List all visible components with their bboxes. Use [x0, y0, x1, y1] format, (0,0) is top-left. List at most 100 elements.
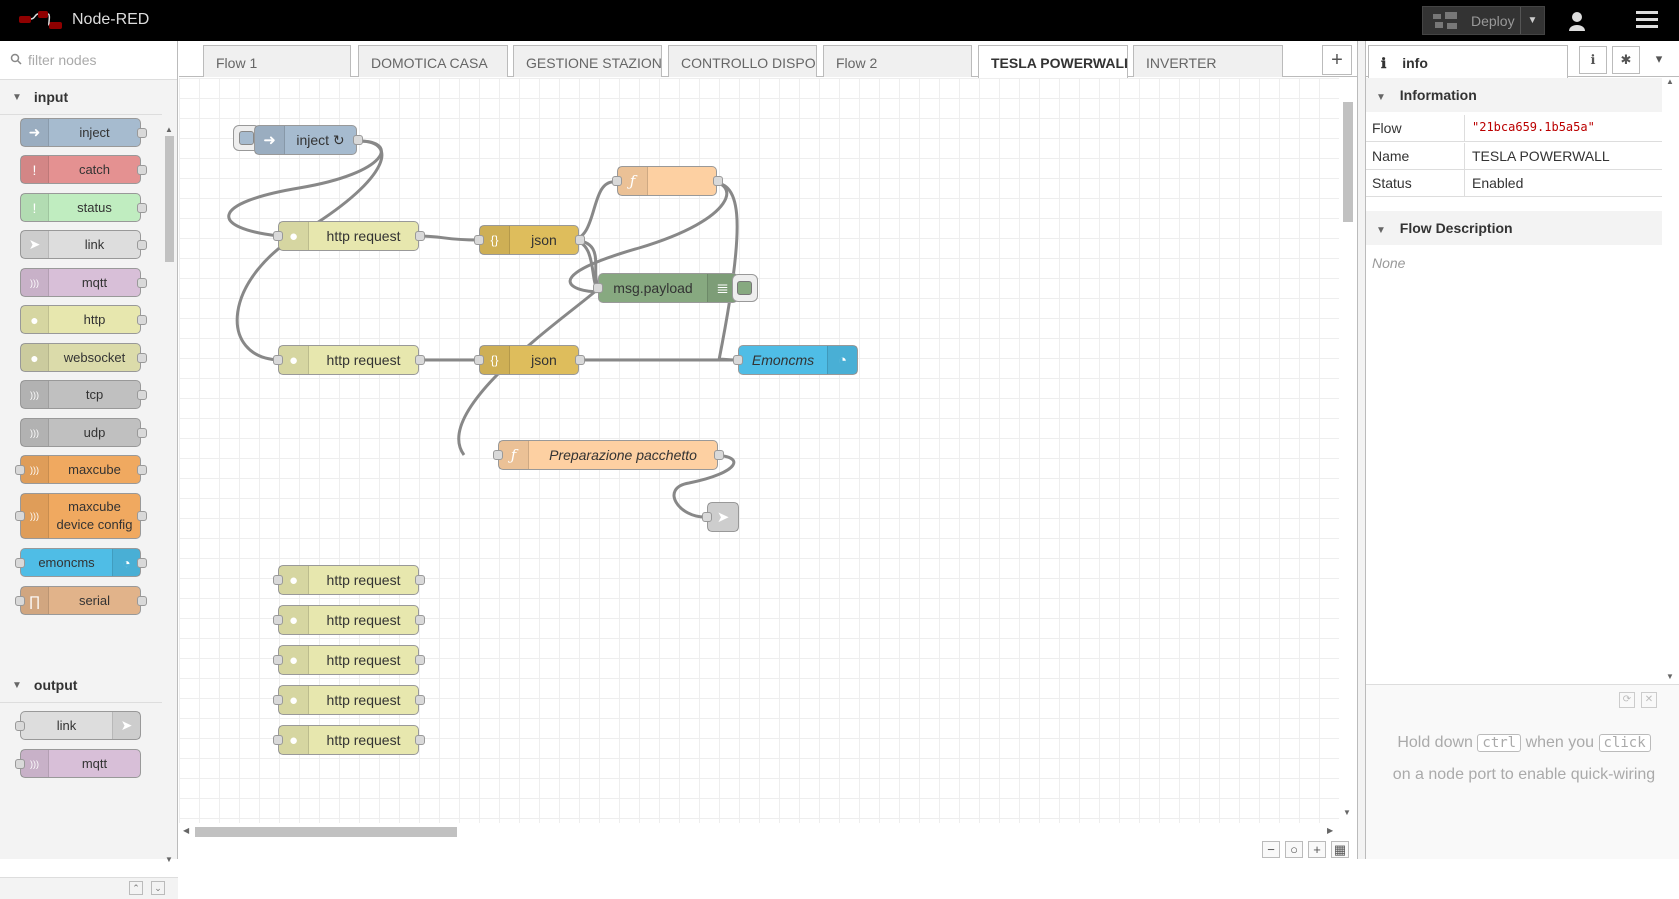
- flow-node-debug[interactable]: ≣ msg.payload: [593, 273, 738, 303]
- flow-description-section-header[interactable]: ▼ Flow Description: [1366, 211, 1662, 245]
- tab-inverter[interactable]: INVERTER: [1133, 45, 1283, 77]
- add-flow-icon[interactable]: +: [1322, 45, 1352, 75]
- navigator-icon[interactable]: ▦: [1331, 841, 1349, 858]
- category-input[interactable]: ▼ input: [0, 80, 162, 115]
- flow-node-http-request[interactable]: ● http request: [273, 605, 425, 635]
- bridge-icon: ))): [21, 419, 49, 446]
- palette-node-udp[interactable]: )))udp: [20, 418, 147, 447]
- palette: filter nodes ▼ input ➜inject !catch !statu…: [0, 41, 178, 899]
- debug-tab-bug-icon[interactable]: ✱: [1612, 46, 1640, 74]
- wire: [672, 453, 736, 519]
- info-value: TESLA POWERWALL: [1472, 148, 1610, 164]
- flow-node-function[interactable]: ƒ: [612, 166, 723, 196]
- palette-node-http[interactable]: ●http: [20, 305, 147, 334]
- palette-node-mqtt[interactable]: )))mqtt: [20, 268, 147, 297]
- zoom-in-icon[interactable]: +: [1308, 841, 1326, 858]
- flow-node-http-request[interactable]: ● http request: [273, 685, 425, 715]
- arrow-right-icon: ➜: [255, 126, 285, 154]
- tab-flow-2[interactable]: Flow 2: [823, 45, 972, 77]
- info-key: Flow: [1366, 115, 1465, 142]
- node-label: json: [531, 232, 557, 248]
- refresh-tip-icon[interactable]: ⟳: [1619, 692, 1635, 708]
- deploy-dropdown-caret-icon[interactable]: ▼: [1520, 7, 1544, 34]
- palette-node-serial[interactable]: ∏serial: [15, 586, 147, 615]
- canvas-horizontal-scrollbar[interactable]: ◀ ▶: [179, 823, 1339, 841]
- tab-flow-1[interactable]: Flow 1: [203, 45, 351, 77]
- info-row-flow: Flow "21bca659.1b5a5a": [1366, 115, 1662, 142]
- palette-node-tcp[interactable]: )))tcp: [20, 380, 147, 409]
- tab-info[interactable]: ℹ info: [1368, 45, 1568, 78]
- collapse-all-icon[interactable]: ⌃: [129, 881, 143, 895]
- flow-node-json[interactable]: {} json: [474, 225, 585, 255]
- info-row-status: Status Enabled: [1366, 170, 1662, 197]
- zoom-out-icon[interactable]: −: [1262, 841, 1280, 858]
- flow-node-http-request[interactable]: ● http request: [273, 221, 425, 251]
- palette-scrollbar[interactable]: ▲ ▼: [165, 125, 174, 864]
- flow-canvas[interactable]: ➜ inject ↻ ● http request {} json ƒ ≣ ms…: [179, 78, 1339, 823]
- sidebar-separator[interactable]: [1357, 41, 1365, 859]
- palette-node-inject[interactable]: ➜inject: [20, 118, 147, 147]
- globe-icon: ●: [279, 222, 309, 250]
- header: Node-RED Deploy ▼: [0, 0, 1679, 41]
- category-output[interactable]: ▼ output: [0, 668, 162, 703]
- flow-node-http-request[interactable]: ● http request: [273, 645, 425, 675]
- palette-node-maxcube[interactable]: )))maxcube: [15, 455, 147, 484]
- expand-all-icon[interactable]: ⌄: [151, 881, 165, 895]
- filter-nodes-input[interactable]: filter nodes: [0, 41, 177, 80]
- information-section-header[interactable]: ▼ Information: [1366, 78, 1662, 112]
- palette-node-mqtt[interactable]: )))mqtt: [15, 749, 141, 778]
- sidebar-scrollbar[interactable]: ▲ ▼: [1662, 77, 1679, 684]
- palette-node-label: mqtt: [81, 275, 108, 290]
- canvas-vertical-scrollbar[interactable]: ▼: [1339, 78, 1357, 823]
- function-icon: ƒ: [618, 167, 648, 195]
- wire: [568, 180, 729, 294]
- tip-text: Hold down ctrl when you click on a node …: [1392, 734, 1656, 783]
- flow-node-link-out[interactable]: ➤: [702, 502, 739, 532]
- palette-node-websocket[interactable]: ●websocket: [20, 343, 147, 372]
- flow-node-json[interactable]: {} json: [474, 345, 585, 375]
- tab-domotica-casa[interactable]: DOMOTICA CASA: [358, 45, 508, 77]
- function-icon: ƒ: [499, 441, 529, 469]
- deploy-button[interactable]: Deploy ▼: [1422, 6, 1545, 35]
- globe-icon: ●: [279, 686, 309, 714]
- palette-node-link[interactable]: ➤link: [15, 711, 141, 740]
- palette-node-label: http: [83, 312, 106, 327]
- tab-gestione-stazione[interactable]: GESTIONE STAZIONE: [513, 45, 662, 77]
- info-row-name: Name TESLA POWERWALL: [1366, 143, 1662, 170]
- arrow-right-icon: ➜: [21, 119, 49, 146]
- tips-panel: ⟳ ✕ Hold down ctrl when you click on a n…: [1366, 684, 1679, 859]
- flow-node-http-request[interactable]: ● http request: [273, 725, 425, 755]
- tab-controllo-dispositivi[interactable]: CONTROLLO DISPOSITIVI: [668, 45, 817, 77]
- flow-node-emoncms[interactable]: ◔ Emoncms: [733, 345, 858, 375]
- tab-tesla-powerwall[interactable]: TESLA POWERWALL: [978, 45, 1128, 78]
- filter-placeholder: filter nodes: [28, 52, 97, 68]
- wire: [417, 234, 479, 242]
- flow-node-function[interactable]: ƒ Preparazione pacchetto: [493, 440, 724, 470]
- main-menu-icon[interactable]: [1636, 11, 1658, 31]
- chevron-down-icon: ▼: [12, 91, 22, 103]
- node-red-logo-icon: [19, 11, 62, 29]
- close-tips-icon[interactable]: ✕: [1641, 692, 1657, 708]
- workspace-footer: − ○ + ▦: [179, 841, 1357, 859]
- flow-node-http-request[interactable]: ● http request: [273, 565, 425, 595]
- json-braces-icon: {}: [480, 346, 510, 374]
- palette-node-status[interactable]: !status: [20, 193, 147, 222]
- flow-node-http-request[interactable]: ● http request: [273, 345, 425, 375]
- zoom-reset-icon[interactable]: ○: [1285, 841, 1303, 858]
- node-label: http request: [326, 652, 401, 668]
- sidebar-menu-chevron-down-icon[interactable]: ▾: [1645, 46, 1673, 74]
- globe-icon: ●: [279, 566, 309, 594]
- user-icon[interactable]: [1566, 10, 1588, 32]
- node-label: Preparazione pacchetto: [549, 447, 697, 463]
- palette-node-link[interactable]: ➤link: [20, 230, 147, 259]
- info-tab-button[interactable]: ℹ: [1579, 46, 1607, 74]
- debug-toggle-button[interactable]: [732, 274, 758, 302]
- palette-node-catch[interactable]: !catch: [20, 155, 147, 184]
- palette-node-emoncms[interactable]: ◔emoncms: [15, 548, 147, 577]
- category-output-label: output: [33, 677, 78, 693]
- node-label: Emoncms: [751, 352, 815, 368]
- bridge-icon: ))): [21, 381, 49, 408]
- deploy-icon: [1433, 11, 1459, 30]
- flow-node-inject[interactable]: ➜ inject ↻: [254, 125, 363, 155]
